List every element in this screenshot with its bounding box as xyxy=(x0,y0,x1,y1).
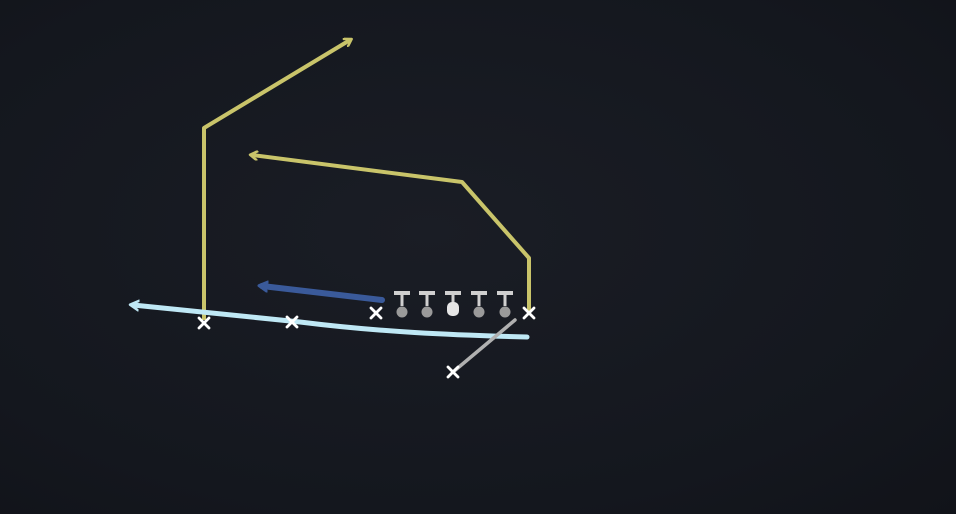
routes xyxy=(133,40,531,374)
center-lineman xyxy=(445,291,461,316)
lineman xyxy=(471,291,487,318)
player-wr-left-marker xyxy=(197,316,211,330)
route-wr-left-post xyxy=(202,40,350,320)
player-te-left-marker xyxy=(369,306,383,320)
player-back-marker xyxy=(446,365,460,379)
route-back-diagonal xyxy=(451,318,517,374)
route-te-left-release xyxy=(262,286,385,303)
lineman xyxy=(394,291,410,318)
player-slot-left-marker xyxy=(285,315,299,329)
route-motion-sweep xyxy=(133,305,530,340)
offensive-line xyxy=(394,291,513,318)
lineman xyxy=(497,291,513,318)
route-wr-right-cross xyxy=(252,155,531,313)
players xyxy=(197,306,536,379)
player-wr-right-marker xyxy=(522,306,536,320)
lineman xyxy=(419,291,435,318)
